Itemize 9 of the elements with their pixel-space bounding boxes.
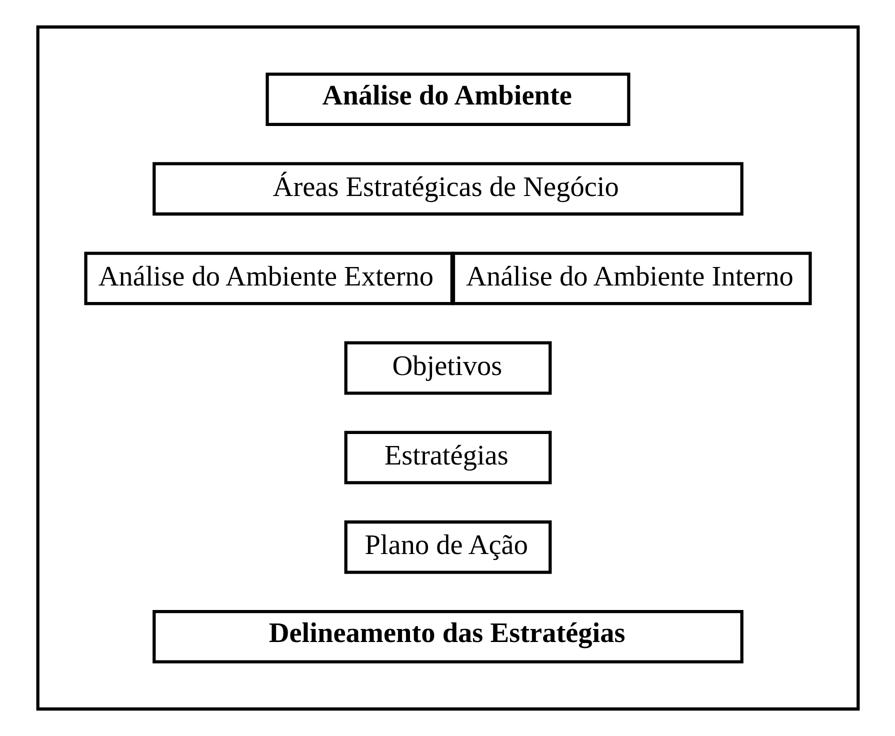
node-box: Delineamento das Estratégias [152, 610, 743, 664]
cluster [36, 25, 860, 711]
node-box: Áreas Estratégicas de Negócio [152, 162, 743, 216]
node-box: Plano de Ação [344, 520, 552, 574]
node-box: Análise do Ambiente [265, 72, 630, 126]
node-box: Objetivos [344, 341, 552, 395]
node-box: Análise do Ambiente Interno [451, 252, 812, 306]
node-box: Análise do Ambiente Externo [84, 252, 453, 306]
node-box: Estratégias [344, 430, 552, 484]
